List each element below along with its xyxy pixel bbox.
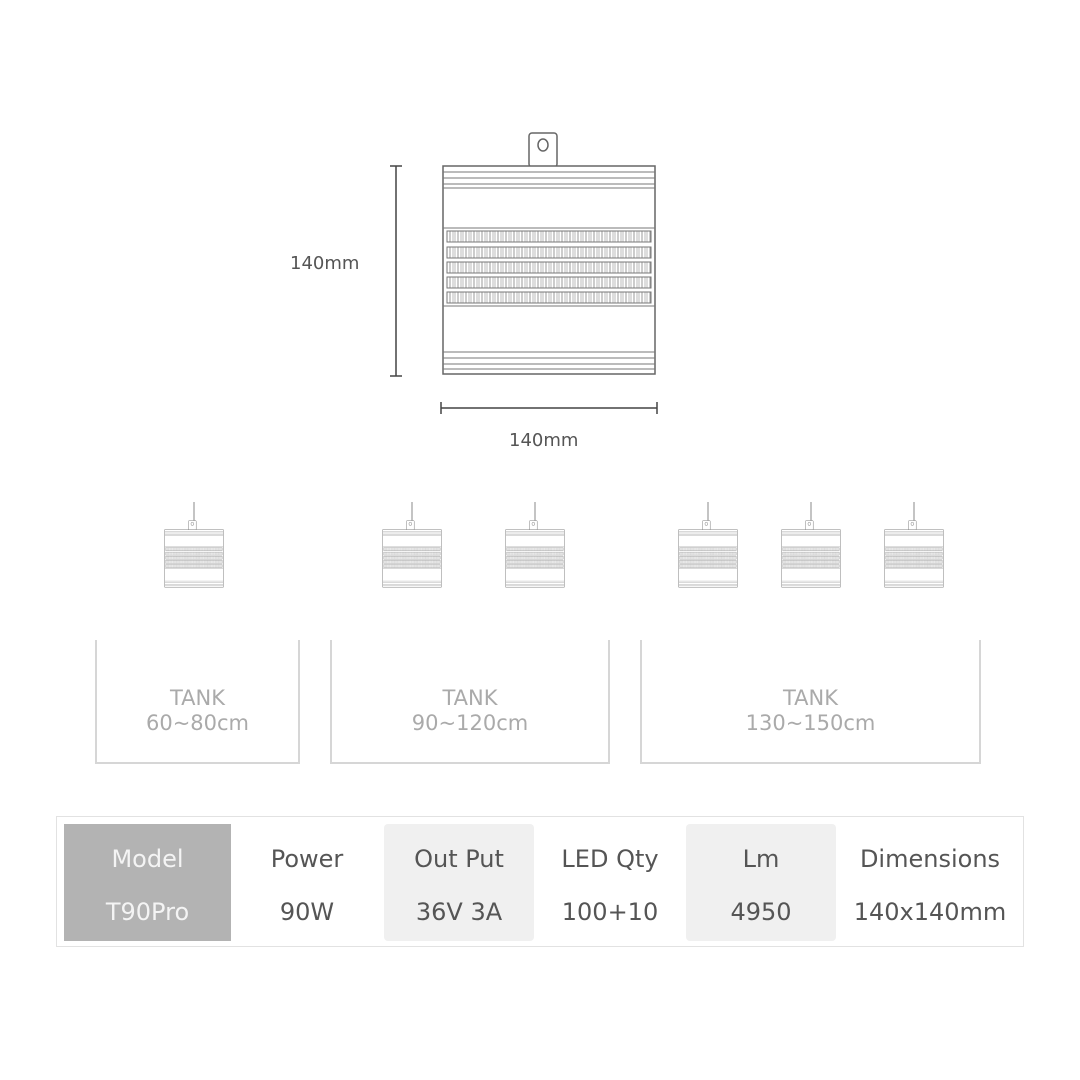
spec-value: 4950 xyxy=(730,898,792,926)
spec-led-qty: LED Qty 100+10 xyxy=(535,824,685,941)
spec-power: Power 90W xyxy=(232,824,382,941)
spec-header: LED Qty xyxy=(561,845,659,873)
tank-large: TANK 130~150cm xyxy=(640,640,981,764)
hanging-lamp xyxy=(884,502,944,588)
spec-output: Out Put 36V 3A xyxy=(384,824,534,941)
spec-value: 36V 3A xyxy=(415,898,503,926)
spec-dimensions: Dimensions 140x140mm xyxy=(842,824,1018,941)
spec-model: Model T90Pro xyxy=(64,824,231,941)
tank-label: TANK xyxy=(782,686,839,710)
lamp-front-view xyxy=(442,132,656,375)
hanging-lamp xyxy=(781,502,841,588)
spec-header: Power xyxy=(270,845,344,873)
spec-header: Model xyxy=(111,845,184,873)
spec-lumen: Lm 4950 xyxy=(686,824,836,941)
hanging-lamp xyxy=(678,502,738,588)
tank-small: TANK 60~80cm xyxy=(95,640,300,764)
spec-value: 90W xyxy=(279,898,335,926)
height-label: 140mm xyxy=(290,253,360,274)
hanging-lamp xyxy=(164,502,224,588)
tank-size: 60~80cm xyxy=(145,711,250,735)
spec-header: Out Put xyxy=(414,845,504,873)
height-dimension-line xyxy=(390,165,402,377)
tank-label: TANK xyxy=(442,686,498,710)
tank-size: 90~120cm xyxy=(411,711,529,735)
spec-header: Lm xyxy=(742,845,780,873)
hanging-lamp xyxy=(505,502,565,588)
spec-value: 140x140mm xyxy=(853,898,1007,926)
spec-header: Dimensions xyxy=(859,845,1001,873)
width-dimension-line xyxy=(440,402,658,414)
spec-table: Model T90Pro Power 90W Out Put 36V 3A LE… xyxy=(56,816,1024,947)
hanging-lamp xyxy=(382,502,442,588)
spec-value: 100+10 xyxy=(561,898,659,926)
spec-value: T90Pro xyxy=(105,898,190,926)
tank-label: TANK xyxy=(169,686,226,710)
width-label: 140mm xyxy=(509,430,579,451)
tank-medium: TANK 90~120cm xyxy=(330,640,610,764)
tank-size: 130~150cm xyxy=(745,711,876,735)
